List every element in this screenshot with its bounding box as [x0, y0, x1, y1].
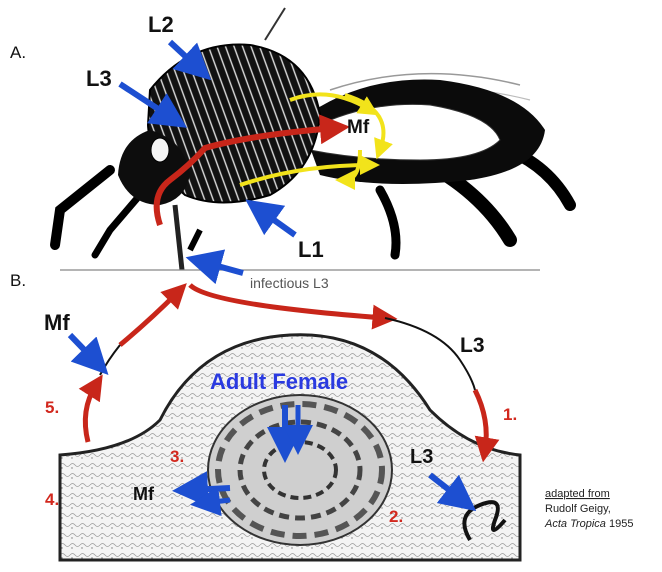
- credit-line-2: Rudolf Geigy,: [545, 503, 611, 515]
- blackfly-illustration: [55, 8, 570, 270]
- credit-journal: Acta Tropica: [544, 518, 606, 530]
- stage-label-l2: L2: [148, 12, 174, 37]
- stage-label-l1: L1: [298, 237, 324, 262]
- red-arrow-mf-to-fly: [120, 292, 178, 345]
- stage-label-adult-female: Adult Female: [210, 369, 348, 394]
- red-arrow-step-1: [475, 390, 486, 450]
- stage-label-l3-skin: L3: [460, 334, 485, 357]
- step-4: 4.: [45, 490, 59, 509]
- mf-skin-arrow: [70, 335, 96, 362]
- red-arrow-step-5: [85, 385, 96, 442]
- step-5: 5.: [45, 398, 59, 417]
- l1-arrow: [260, 210, 295, 235]
- credit-line-1: adapted from: [545, 488, 610, 500]
- step-3: 3.: [170, 447, 184, 466]
- stage-label-l3-nodule: L3: [410, 446, 433, 468]
- stage-label-mf-skin: Mf: [44, 310, 70, 335]
- panel-label-a: A.: [10, 43, 26, 62]
- stage-label-mf-nodule: Mf: [133, 484, 155, 504]
- stage-label-l3-fly: L3: [86, 66, 112, 91]
- credit-line-3: Acta Tropica 1955: [544, 518, 633, 530]
- credit-block: adapted from Rudolf Geigy, Acta Tropica …: [544, 488, 633, 530]
- mf-nodule-arrow-1: [190, 488, 230, 490]
- mf-nodule-arrow-2: [205, 500, 230, 503]
- step-1: 1.: [503, 405, 517, 424]
- step-2: 2.: [389, 507, 403, 526]
- stage-label-infectious-l3: infectious L3: [250, 275, 329, 291]
- black-path-mf: [100, 345, 120, 375]
- stage-label-mf-fly: Mf: [347, 117, 370, 138]
- credit-year: 1955: [606, 518, 634, 530]
- infectious-l3-arrow: [203, 262, 243, 273]
- panel-label-b: B.: [10, 271, 26, 290]
